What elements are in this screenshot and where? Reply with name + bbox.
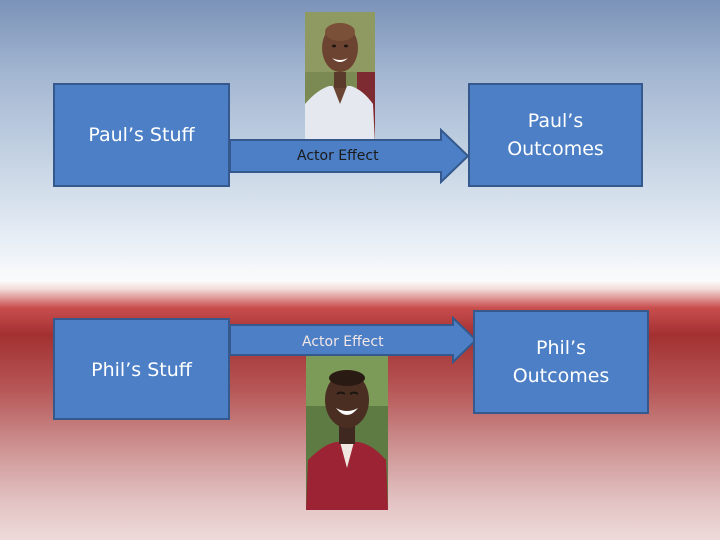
phil-actor-effect-arrow <box>229 316 478 364</box>
paul-actor-effect-label: Actor Effect <box>297 148 379 164</box>
phil-actor-effect-label: Actor Effect <box>302 334 384 350</box>
paul-photo <box>305 12 375 144</box>
paul-outcomes-label: Paul’s Outcomes <box>507 110 604 160</box>
phil-stuff-label: Phil’s Stuff <box>91 359 192 381</box>
phil-stuff-box: Phil’s Stuff <box>53 318 230 420</box>
phil-outcomes-box: Phil’s Outcomes <box>473 310 649 414</box>
phil-outcomes-label: Phil’s Outcomes <box>512 337 610 387</box>
paul-stuff-label: Paul’s Stuff <box>88 124 195 146</box>
phil-photo-image <box>306 356 388 510</box>
paul-outcomes-box: Paul’s Outcomes <box>468 83 643 187</box>
paul-stuff-box: Paul’s Stuff <box>53 83 230 187</box>
phil-photo <box>306 356 388 510</box>
paul-actor-effect-arrow <box>229 128 470 184</box>
paul-photo-image <box>305 12 375 144</box>
